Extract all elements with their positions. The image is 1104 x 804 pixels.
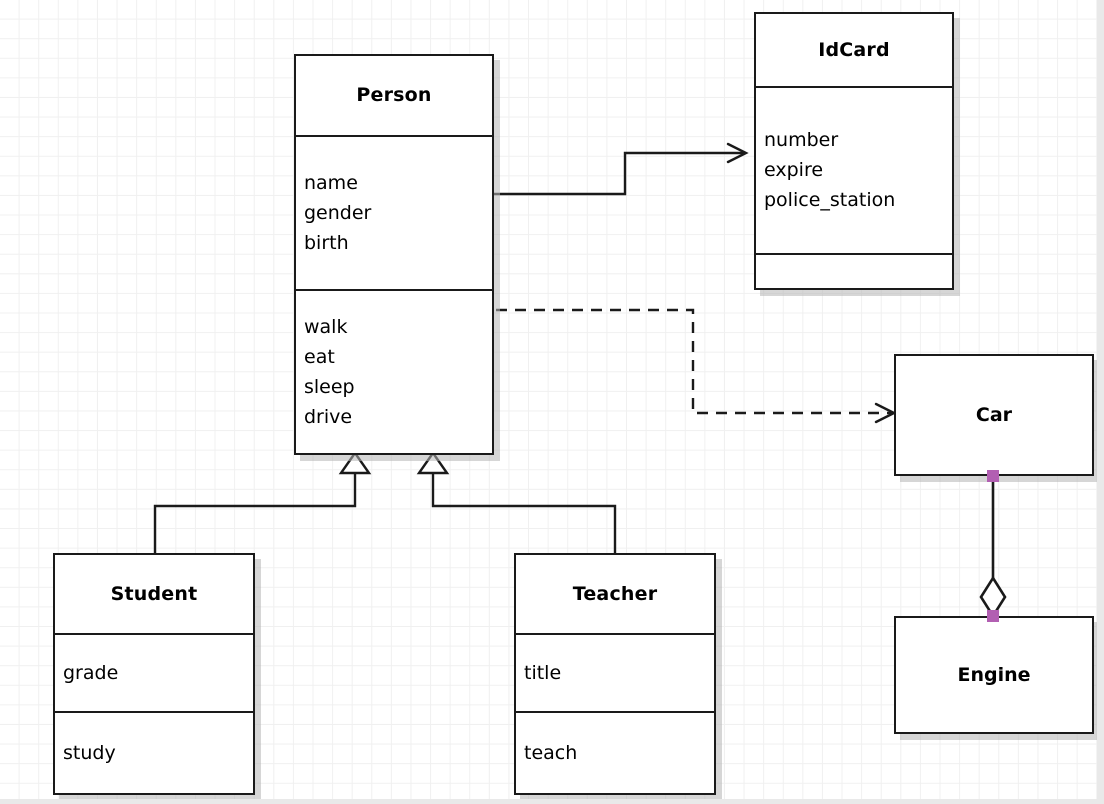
methods-student: study xyxy=(55,711,253,793)
methods-idcard xyxy=(756,252,952,289)
class-box-student[interactable]: Student grade study xyxy=(53,553,255,795)
attribute-item: grade xyxy=(63,662,119,685)
attributes-person: name gender birth xyxy=(296,134,492,289)
edge-person-idcard[interactable] xyxy=(494,142,749,196)
method-item: study xyxy=(63,742,116,765)
edge-person-car[interactable] xyxy=(496,308,897,424)
attribute-item: police_station xyxy=(764,189,896,212)
canvas-bottom-edge xyxy=(0,799,1104,804)
class-name-teacher: Teacher xyxy=(572,582,658,605)
attribute-item: expire xyxy=(764,159,824,182)
class-box-car[interactable]: Car xyxy=(894,354,1094,476)
method-item: sleep xyxy=(304,375,355,398)
method-item: drive xyxy=(304,405,353,428)
canvas-right-edge xyxy=(1097,0,1104,804)
method-item: teach xyxy=(524,742,578,765)
attribute-item: number xyxy=(764,129,839,152)
attribute-item: birth xyxy=(304,231,349,254)
class-box-person[interactable]: Person name gender birth walk eat sleep … xyxy=(294,54,494,455)
class-box-teacher[interactable]: Teacher title teach xyxy=(514,553,716,795)
class-name-engine: Engine xyxy=(957,664,1031,686)
attributes-student: grade xyxy=(55,632,253,712)
attribute-item: name xyxy=(304,171,358,194)
class-name-student: Student xyxy=(110,582,198,605)
edge-handle-car-end[interactable] xyxy=(987,470,999,482)
attributes-idcard: number expire police_station xyxy=(756,85,952,253)
method-item: eat xyxy=(304,345,335,368)
methods-teacher: teach xyxy=(516,711,714,793)
method-item: walk xyxy=(304,315,348,338)
class-name-car: Car xyxy=(975,404,1013,426)
edge-car-engine[interactable] xyxy=(979,476,1007,619)
attribute-item: title xyxy=(524,662,562,685)
class-box-idcard[interactable]: IdCard number expire police_station xyxy=(754,12,954,290)
attribute-item: gender xyxy=(304,201,372,224)
class-name-person: Person xyxy=(356,84,432,107)
attributes-teacher: title xyxy=(516,632,714,712)
edge-student-person[interactable] xyxy=(153,450,372,553)
class-box-engine[interactable]: Engine xyxy=(894,616,1094,734)
methods-person: walk eat sleep drive xyxy=(296,288,492,453)
class-name-idcard: IdCard xyxy=(818,38,890,61)
edge-handle-engine-end[interactable] xyxy=(987,610,999,622)
edge-teacher-person[interactable] xyxy=(416,450,617,553)
